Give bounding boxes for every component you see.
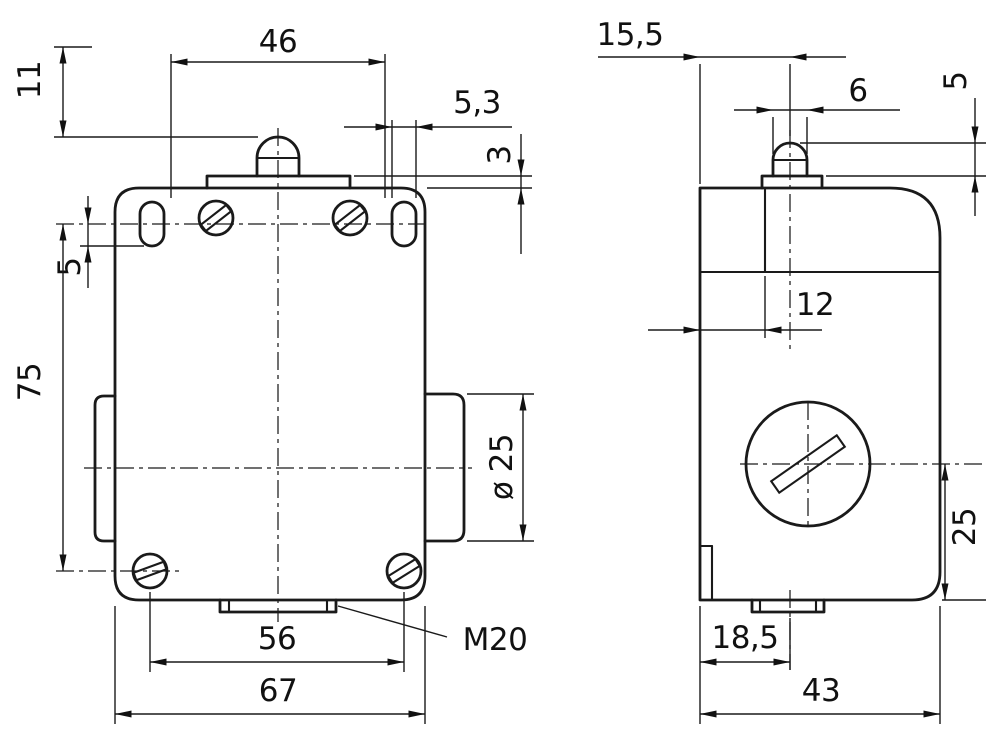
dim-slot-width-label: 5,3	[453, 85, 501, 121]
thread-leader-line	[337, 605, 448, 638]
dim-hole-offset-label: 5	[52, 257, 88, 276]
dim-overall-depth-label: 43	[802, 673, 840, 709]
thread-label: M20	[463, 622, 528, 658]
dim-side-entry-dia-label: ø 25	[484, 434, 520, 500]
dim-plate-thickness: 3	[354, 134, 532, 254]
dim-plunger-dia-label: 6	[848, 73, 867, 109]
dim-head-depth-label: 12	[796, 287, 834, 323]
dim-top-width-label: 46	[259, 24, 297, 60]
dim-vertical-spacing-label: 75	[12, 363, 48, 401]
dim-vertical-spacing: 75	[12, 224, 67, 571]
dim-plunger-offset: 15,5	[596, 17, 846, 184]
dim-bottom-spacing-label: 56	[258, 621, 296, 657]
front-side-entry-right	[423, 392, 466, 543]
side-view: 15,5 6 5 12	[596, 17, 986, 724]
dim-center-to-bottom-label: 25	[947, 508, 983, 546]
dim-travel: 5	[800, 71, 986, 216]
dim-gland-offset-label: 18,5	[711, 620, 778, 656]
dim-center-to-bottom: 25	[941, 464, 986, 601]
side-centerlines	[740, 130, 985, 670]
side-body-outline	[698, 186, 942, 602]
dim-plunger-offset-label: 15,5	[596, 17, 663, 53]
dim-travel-label: 5	[938, 71, 974, 90]
side-plunger-plate	[760, 174, 824, 190]
dim-slot-width: 5,3	[344, 85, 512, 198]
side-bottom-step	[698, 544, 714, 602]
front-centerlines	[56, 128, 472, 622]
dim-top-width: 46	[170, 24, 386, 198]
thread-callout: M20	[337, 605, 528, 658]
dim-side-entry-dia: ø 25	[467, 393, 534, 542]
side-gland-boss	[750, 598, 826, 614]
dim-plunger-height-label: 11	[12, 61, 48, 99]
front-screw-top-right	[331, 199, 369, 237]
dim-bottom-spacing: 56	[149, 592, 405, 672]
dim-overall-depth: 43	[700, 606, 941, 724]
dim-head-depth: 12	[648, 276, 835, 338]
front-body-outline	[113, 186, 427, 602]
front-view: 46 11 5 75 5,3	[12, 24, 534, 724]
front-screw-top-left	[197, 199, 235, 237]
dim-hole-offset: 5	[52, 196, 144, 288]
dim-plate-thickness-label: 3	[482, 145, 518, 164]
dim-overall-width: 67	[114, 606, 426, 724]
dim-plunger-dia: 6	[734, 73, 900, 154]
front-screw-bottom-right	[385, 552, 423, 590]
dim-plunger-height: 11	[12, 46, 258, 138]
dim-gland-offset: 18,5	[699, 606, 791, 724]
dim-overall-width-label: 67	[259, 673, 297, 709]
